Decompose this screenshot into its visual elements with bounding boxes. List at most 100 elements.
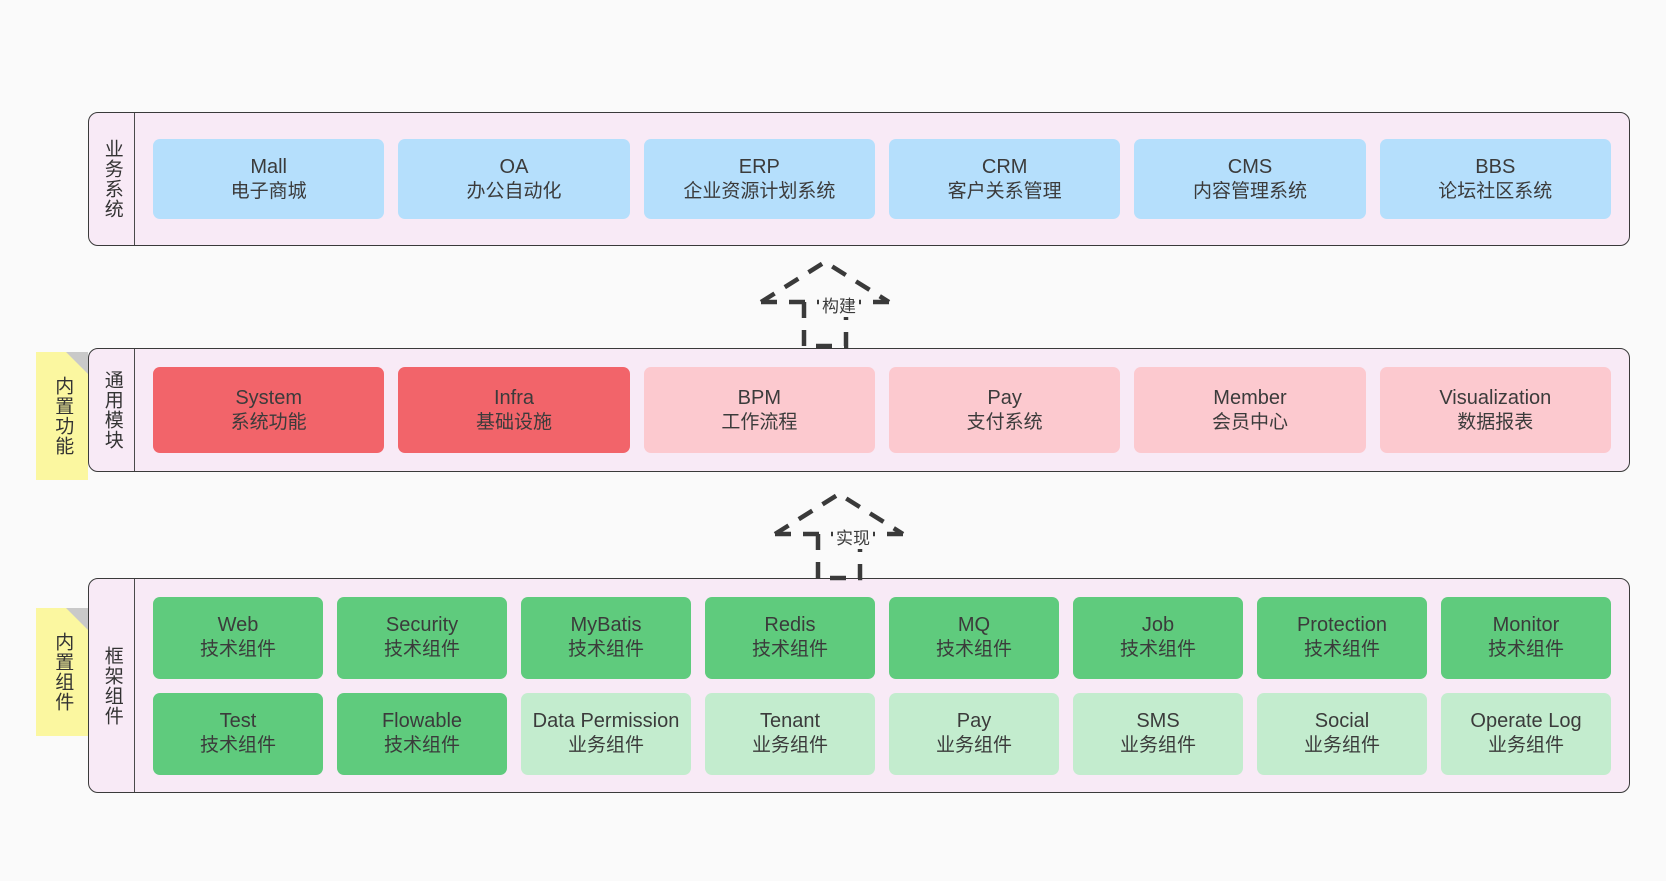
node-title: Test	[219, 710, 257, 733]
node-title: Social	[1314, 710, 1370, 733]
node-title: Mall	[250, 155, 287, 178]
node-subtitle: 技术组件	[199, 639, 276, 661]
node-subtitle: 业务组件	[935, 735, 1012, 757]
node-subtitle: 技术组件	[1487, 639, 1564, 661]
connector-implement: 实现	[771, 490, 911, 581]
node-title: Member	[1213, 386, 1287, 409]
tab-builtin-component-label: 内置组件	[52, 632, 74, 712]
node-title: Web	[217, 614, 259, 637]
node-subtitle: 技术组件	[1303, 639, 1380, 661]
node-title: System	[235, 386, 302, 409]
tab-builtin-function: 内置功能	[36, 352, 88, 480]
node-title: Pay	[956, 710, 992, 733]
node-subtitle: 技术组件	[199, 735, 276, 757]
node-title: Pay	[987, 386, 1022, 409]
fold-corner-icon	[66, 352, 88, 374]
node-title: Protection	[1296, 614, 1388, 637]
node-title: Data Permission	[532, 710, 680, 733]
node-subtitle: 业务组件	[751, 735, 828, 757]
node-subtitle: 业务组件	[1487, 735, 1564, 757]
node-subtitle: 工作流程	[721, 411, 798, 433]
layer-framework-title: 框架组件	[89, 579, 135, 792]
node-subtitle: 技术组件	[567, 639, 644, 661]
node-subtitle: 电子商城	[230, 180, 307, 202]
node-subtitle: 业务组件	[567, 735, 644, 757]
node-title: Infra	[493, 386, 534, 409]
node-subtitle: 业务组件	[1119, 735, 1196, 757]
node-subtitle: 技术组件	[383, 639, 460, 661]
node-subtitle: 会员中心	[1211, 411, 1288, 433]
node-subtitle: 办公自动化	[466, 180, 562, 202]
node-title: MyBatis	[570, 614, 642, 637]
node-subtitle: 技术组件	[1119, 639, 1196, 661]
node-subtitle: 客户关系管理	[947, 180, 1062, 202]
fold-corner-icon	[66, 608, 88, 630]
node-title: Flowable	[381, 710, 463, 733]
node-title: Job	[1141, 614, 1175, 637]
node-subtitle: 数据报表	[1457, 411, 1534, 433]
node-title: Visualization	[1439, 386, 1552, 409]
node-subtitle: 技术组件	[935, 639, 1012, 661]
node-subtitle: 支付系统	[966, 411, 1043, 433]
node-title: OA	[499, 155, 529, 178]
node-title: Redis	[764, 614, 816, 637]
node-title: CRM	[981, 155, 1028, 178]
node-title: MQ	[957, 614, 991, 637]
connector-build-label: 构建	[819, 292, 859, 317]
node-subtitle: 内容管理系统	[1192, 180, 1307, 202]
node-subtitle: 企业资源计划系统	[683, 180, 836, 202]
node-title: CMS	[1227, 155, 1273, 178]
node-title: SMS	[1136, 710, 1180, 733]
layer-modules-title: 通用模块	[89, 349, 135, 471]
node-title: ERP	[738, 155, 780, 178]
node-title: Security	[385, 614, 459, 637]
node-subtitle: 系统功能	[230, 411, 307, 433]
node-subtitle: 业务组件	[1303, 735, 1380, 757]
node-title: Monitor	[1492, 614, 1560, 637]
node-subtitle: 技术组件	[751, 639, 828, 661]
tab-builtin-component: 内置组件	[36, 608, 88, 736]
connector-implement-label: 实现	[833, 524, 873, 549]
layer-business-title: 业务系统	[89, 113, 135, 245]
node-title: Operate Log	[1470, 710, 1582, 733]
node-title: BPM	[737, 386, 781, 409]
node-subtitle: 基础设施	[475, 411, 552, 433]
